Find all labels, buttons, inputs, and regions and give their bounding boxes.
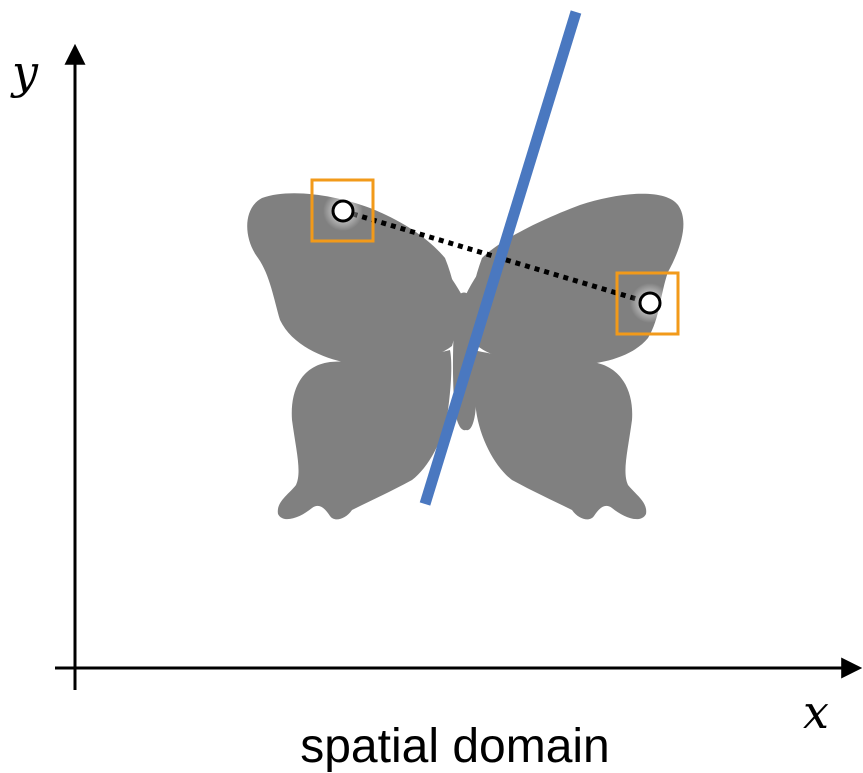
diagram-caption: spatial domain [300, 720, 610, 773]
y-axis-label: y [10, 45, 39, 99]
butterfly-silhouette [247, 193, 684, 520]
axes [55, 43, 863, 690]
left-wing-keypoint [310, 178, 375, 243]
symmetry-axis-line [419, 10, 582, 506]
right-wing-keypoint [615, 271, 680, 336]
right-keypoint-dot [638, 291, 662, 315]
left-marker-box [310, 178, 375, 243]
left-keypoint-dot [331, 199, 355, 223]
right-marker-box [615, 271, 680, 336]
x-axis-label: x [803, 685, 829, 739]
